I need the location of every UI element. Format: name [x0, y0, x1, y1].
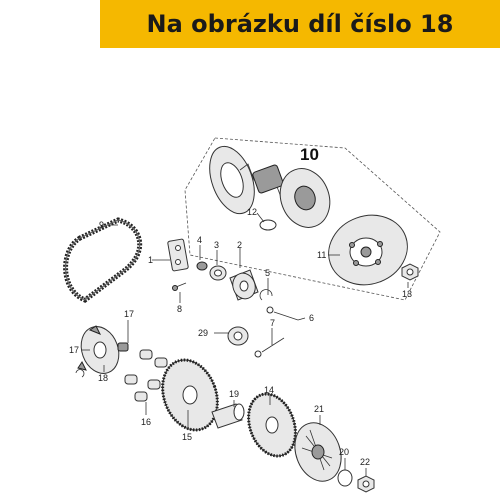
- roller-2: [229, 269, 259, 301]
- label-9: 9: [99, 220, 104, 230]
- label-4: 4: [197, 235, 202, 245]
- label-7: 7: [270, 318, 275, 328]
- leader-lines: [82, 212, 409, 476]
- bearing-3: [209, 265, 227, 281]
- label-16: 16: [141, 417, 151, 427]
- label-21: 21: [314, 404, 324, 414]
- fan-21: [294, 422, 342, 482]
- label-22: 22: [360, 457, 370, 467]
- drive-face-14: [247, 392, 297, 458]
- label-29: 29: [198, 328, 208, 338]
- clutch-plate: [209, 145, 255, 215]
- label-10: 10: [300, 145, 319, 164]
- label-2: 2: [237, 240, 242, 250]
- label-15: 15: [182, 432, 192, 442]
- nut-22: [357, 475, 375, 493]
- label-11: 11: [317, 250, 326, 260]
- title-banner: Na obrázku díl číslo 18: [100, 0, 500, 48]
- label-14: 14: [264, 385, 274, 395]
- ramp-plate-18: [77, 325, 120, 374]
- label-18: 18: [98, 373, 108, 383]
- label-6: 6: [309, 313, 314, 323]
- circlip-5: [259, 289, 273, 301]
- label-12: 12: [247, 207, 257, 217]
- label-8: 8: [177, 304, 182, 314]
- assembly-10-outline: [184, 137, 441, 301]
- label-13: 13: [402, 289, 412, 299]
- label-17-left: 17: [69, 345, 79, 355]
- label-20: 20: [339, 447, 349, 457]
- clutch-shoe-assembly: [279, 168, 331, 228]
- clutch-bell: [328, 214, 408, 286]
- label-3: 3: [214, 240, 219, 250]
- bearing-29: [227, 326, 249, 346]
- label-5: 5: [265, 268, 270, 278]
- drive-belt: [63, 217, 143, 303]
- weight-rollers-16: [124, 349, 168, 402]
- slider-clips-17: [75, 342, 129, 378]
- label-1: 1: [148, 255, 153, 265]
- bushing-4: [196, 261, 208, 271]
- washer-12: [259, 219, 277, 231]
- screw-8: [172, 282, 187, 291]
- nut-13: [401, 263, 419, 281]
- banner-title: Na obrázku díl číslo 18: [146, 10, 454, 38]
- bolts-6: [261, 311, 299, 353]
- label-17-top: 17: [124, 309, 134, 319]
- variator-pulley-15: [161, 358, 219, 432]
- bushing-19: [211, 403, 245, 429]
- washer-20: [337, 469, 353, 487]
- label-19: 19: [229, 389, 239, 399]
- washers-7: [254, 306, 274, 358]
- bracket-1: [167, 238, 189, 272]
